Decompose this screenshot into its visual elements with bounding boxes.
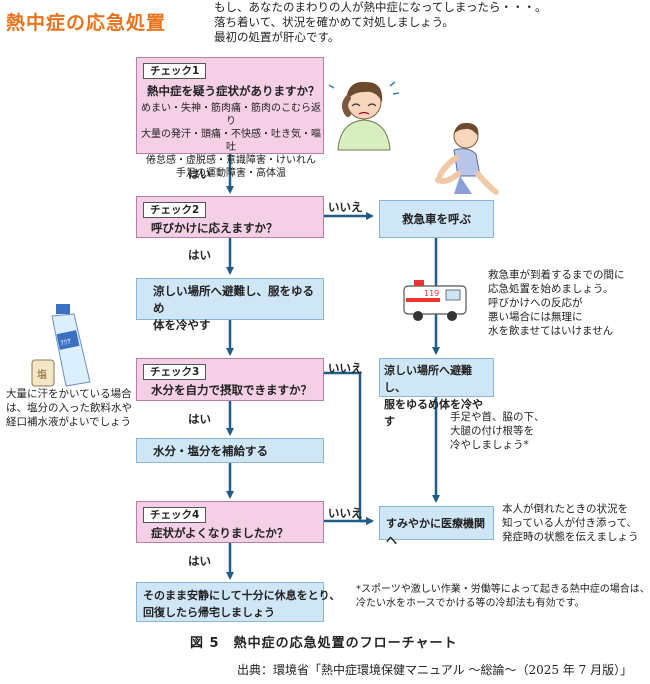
note-line: 応急処置を始めましょう。 <box>488 283 614 295</box>
check4-question: 症状がよくなりましたか？ <box>151 526 289 540</box>
footnote-line: *スポーツや激しい作業・労働等によって起きる熱中症の場合は、 <box>356 584 650 595</box>
cool-body-line: 涼しい場所へ避難し、服をゆるめ <box>153 284 314 315</box>
note-line: 手足や首、脇の下、 <box>450 411 545 423</box>
note-line: は、塩分の入った飲料水や <box>6 402 132 414</box>
hydrate-box: 水分・塩分を補給する <box>136 438 324 463</box>
rest-line: 回復したら帰宅しましょう <box>143 606 275 619</box>
check3-tag: チェック3 <box>143 364 207 380</box>
footnote-line: 冷たい水をホースでかける等の冷却法も有効です。 <box>356 598 585 609</box>
ambulance-wait-note: 救急車が到着するまでの間に 応急処置を始めましょう。 呼びかけへの反応が 悪い場… <box>488 268 625 338</box>
check2-question: 呼びかけに応えますか？ <box>151 221 278 235</box>
ambulance-illustration: 119 <box>403 280 467 321</box>
cooling-spots-note: 手足や首、脇の下、 大腿の付け根等を 冷やしましょう* <box>450 410 545 452</box>
sweat-note: 大量に汗をかいている場合 は、塩分の入った飲料水や 経口補水液がよいでしょう <box>6 387 132 429</box>
no-label: いいえ <box>328 361 363 375</box>
symptom-line: 手足の運動障害・高体温 <box>176 168 286 179</box>
intro-line: 最初の処置が肝心です。 <box>214 30 340 44</box>
bottle-label: ｱｸｱ <box>60 337 72 347</box>
yes-label: はい <box>188 554 211 568</box>
cool-body-box: 涼しい場所へ避難し、服をゆるめ 体を冷やす <box>136 278 324 332</box>
symptom-line: めまい・失神・筋肉痛・筋肉のこむら返り <box>141 103 321 127</box>
rest-line: そのまま安静にして十分に休息をとり、 <box>143 589 341 602</box>
note-line: 大腿の付け根等を <box>450 425 534 437</box>
yes-label: はい <box>188 412 211 426</box>
note-line: 知っている人が付き添って、 <box>502 517 637 529</box>
note-line: 冷やしましょう* <box>450 439 529 451</box>
note-line: 発症時の状態を伝えましょう <box>502 531 639 543</box>
check2-tag: チェック2 <box>143 202 207 218</box>
cool-right-line: 涼しい場所へ避難し、 <box>384 364 472 394</box>
drink-bottle-illustration: ｱｸｱ 塩 <box>31 304 91 387</box>
salt-label: 塩 <box>37 368 47 381</box>
check2-box: チェック2 呼びかけに応えますか？ <box>136 196 324 238</box>
hydrate-text: 水分・塩分を補給する <box>153 444 268 458</box>
note-line: 呼びかけへの反応が <box>488 297 583 309</box>
intro-line: もし、あなたのまわりの人が熱中症になってしまったら・・・。 <box>214 0 547 14</box>
check4-box: チェック4 症状がよくなりましたか？ <box>136 501 324 543</box>
note-line: 救急車が到着するまでの間に <box>488 269 625 281</box>
yes-label: はい <box>188 248 211 262</box>
symptom-list: めまい・失神・筋肉痛・筋肉のこむら返り 大量の発汗・頭痛・不快感・吐き気・嘔吐 … <box>137 102 325 180</box>
note-line: 大量に汗をかいている場合 <box>6 388 132 400</box>
ambulance-sign: 119 <box>424 289 439 298</box>
ambulance-text: 救急車を呼ぶ <box>402 212 471 226</box>
check1-tag: チェック1 <box>143 63 207 79</box>
check3-question: 水分を自力で摂取できますか？ <box>151 383 312 397</box>
cool-right-line: 服をゆるめ体を冷やす <box>384 398 483 428</box>
arrow-c3-hospital <box>324 371 374 525</box>
fallen-person-illustration <box>435 122 499 195</box>
yes-label: はい <box>188 167 211 181</box>
page-title: 熱中症の応急処置 <box>6 12 167 34</box>
check1-question: 熱中症を疑う症状がありますか？ <box>147 84 320 98</box>
symptom-line: 倦怠感・虚脱感・意識障害・けいれん <box>146 155 316 166</box>
no-label: いいえ <box>328 200 363 214</box>
intro-text: もし、あなたのまわりの人が熱中症になってしまったら・・・。 落ち着いて、状況を確… <box>214 0 546 45</box>
accompany-note: 本人が倒れたときの状況を 知っている人が付き添って、 発症時の状態を伝えましょう <box>502 502 639 544</box>
source-credit: 出典：環境省「熱中症環境保健マニュアル ～総論～（2025 年 7 月版）」 <box>237 663 633 677</box>
dizzy-person-illustration <box>328 81 400 151</box>
cool-right-box: 涼しい場所へ避難し、 服をゆるめ体を冷やす <box>379 358 494 428</box>
ambulance-box: 救急車を呼ぶ <box>379 200 494 238</box>
symptom-line: 大量の発汗・頭痛・不快感・吐き気・嘔吐 <box>141 129 321 153</box>
intro-line: 落ち着いて、状況を確かめて対処しましょう。 <box>214 15 454 29</box>
check3-box: チェック3 水分を自力で摂取できますか？ <box>136 358 324 401</box>
cool-body-line: 体を冷やす <box>153 318 211 332</box>
no-label: いいえ <box>328 506 363 520</box>
figure-caption: 図 5 熱中症の応急処置のフローチャート <box>190 636 458 651</box>
note-line: 悪い場合には無理に <box>488 311 583 323</box>
check4-tag: チェック4 <box>143 507 207 523</box>
check1-box: チェック1 熱中症を疑う症状がありますか？ めまい・失神・筋肉痛・筋肉のこむら返… <box>136 57 324 179</box>
hospital-box: すみやかに医療機関へ <box>379 506 494 547</box>
note-line: 経口補水液がよいでしょう <box>6 416 132 428</box>
rest-box: そのまま安静にして十分に休息をとり、 回復したら帰宅しましょう <box>136 582 341 622</box>
hospital-text: すみやかに医療機関へ <box>386 517 485 547</box>
footnote: *スポーツや激しい作業・労働等によって起きる熱中症の場合は、 冷たい水をホースで… <box>356 583 650 611</box>
note-line: 本人が倒れたときの状況を <box>502 503 628 515</box>
note-line: 水を飲ませてはいけません <box>488 325 614 337</box>
